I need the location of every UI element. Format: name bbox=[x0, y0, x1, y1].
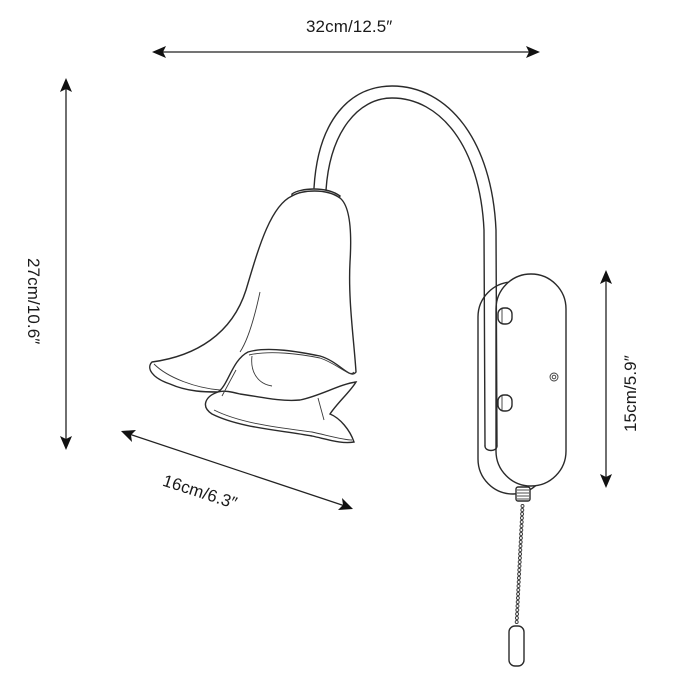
backplate-dimension-label: 15cm/5.9″ bbox=[621, 355, 640, 432]
depth-dimension-arrow bbox=[121, 430, 353, 510]
height-dimension-arrow bbox=[60, 78, 72, 450]
screw-top-icon bbox=[497, 307, 513, 325]
tulip-shade bbox=[149, 188, 358, 444]
pull-weight-icon bbox=[508, 625, 525, 667]
switch-button-icon bbox=[549, 372, 559, 382]
chain-icon bbox=[514, 504, 525, 624]
height-dimension-label: 27cm/10.6″ bbox=[24, 258, 43, 345]
pull-chain-switch bbox=[508, 486, 531, 667]
backplate-dimension-arrow bbox=[600, 270, 612, 488]
screw-bottom-icon bbox=[497, 394, 513, 412]
width-dimension-arrow bbox=[152, 46, 540, 58]
curved-arm bbox=[313, 85, 498, 452]
oval-backplate bbox=[477, 273, 567, 495]
width-dimension-label: 32cm/12.5″ bbox=[306, 17, 393, 36]
